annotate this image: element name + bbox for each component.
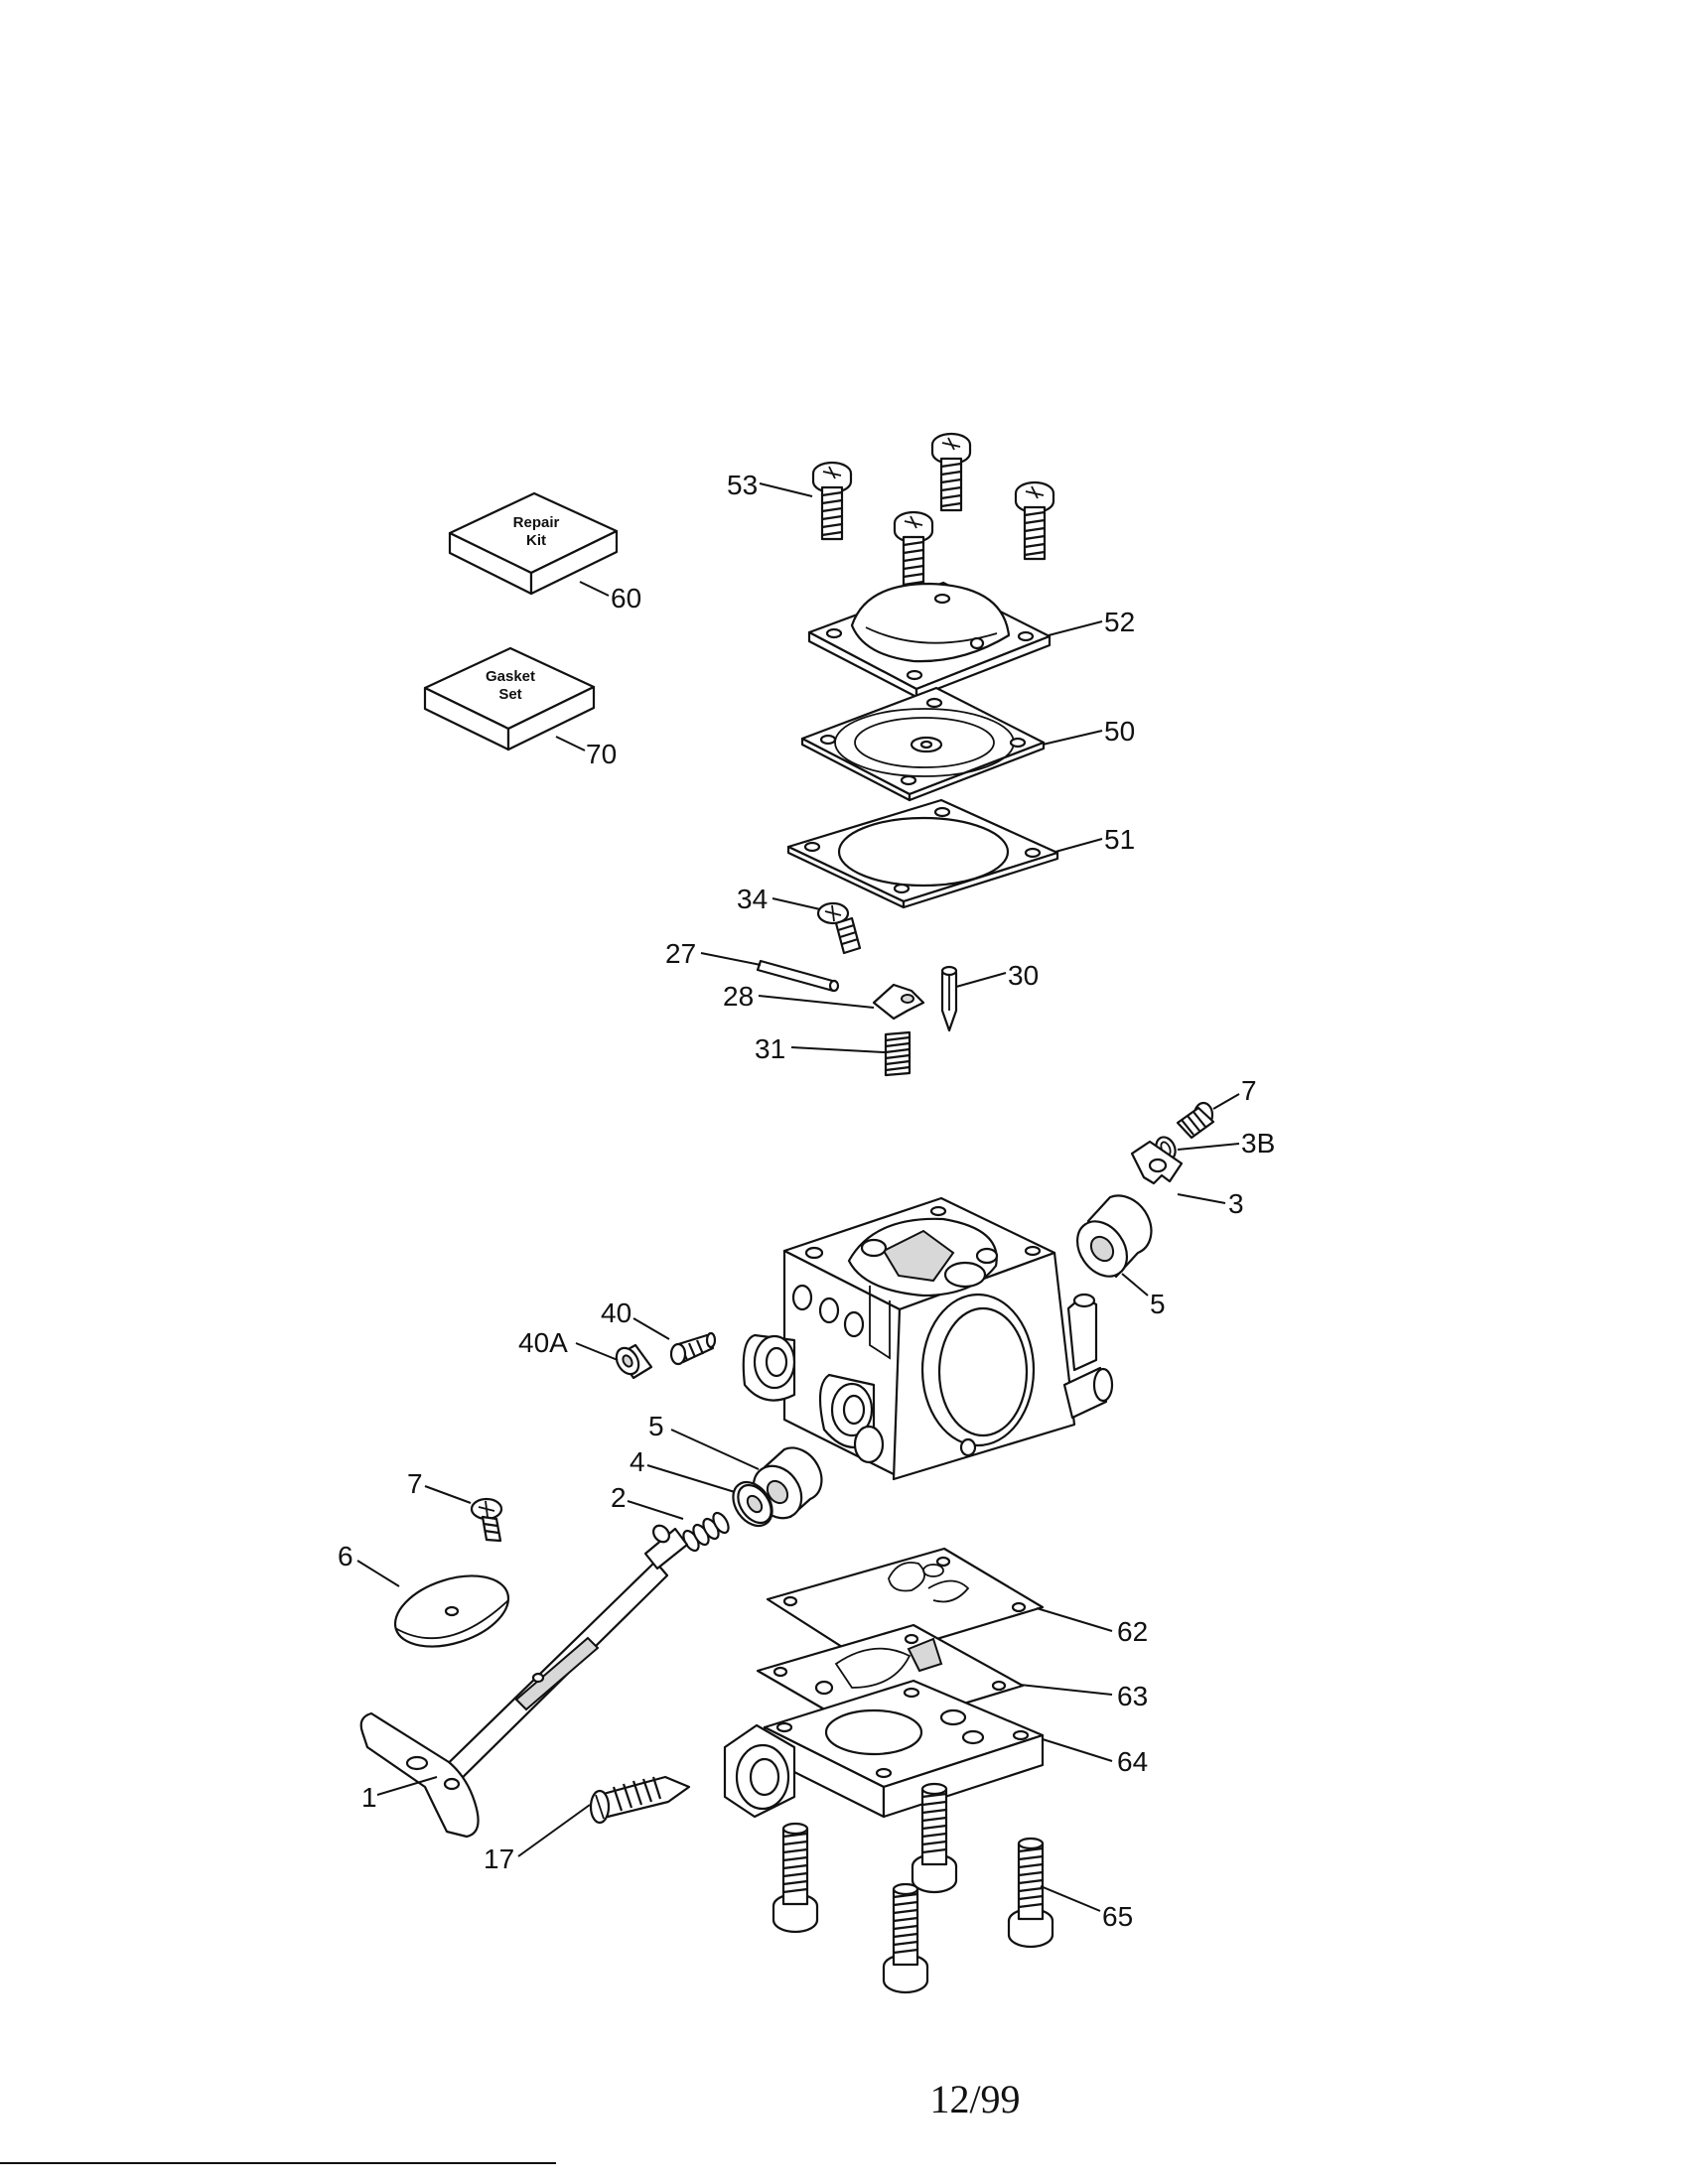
cover-screw-2 [930, 432, 972, 512]
retainer-plate [1130, 1140, 1184, 1185]
pump-diaphragm [800, 686, 1046, 802]
cover-screw-3 [1014, 480, 1055, 561]
gasket-set-label-line1: Gasket [486, 668, 535, 685]
callout-7-left: 7 [407, 1468, 423, 1499]
metering-cover [723, 1679, 1045, 1819]
jet-cap [615, 1343, 653, 1380]
adjust-screw-top [1176, 1101, 1215, 1140]
callout-50: 50 [1104, 716, 1135, 747]
callout-40a: 40A [518, 1327, 568, 1358]
callout-7-top: 7 [1241, 1075, 1257, 1106]
repair-kit-label-line2: Kit [526, 532, 546, 549]
metering-gasket [766, 1547, 1045, 1663]
callout-31: 31 [755, 1033, 785, 1064]
lever-screw [816, 901, 862, 955]
pump-cover [807, 581, 1052, 699]
callout-52: 52 [1104, 607, 1135, 637]
pump-gasket [786, 798, 1059, 909]
callout-34: 34 [737, 884, 768, 914]
gasket-set-box: Gasket Set [423, 646, 596, 751]
callout-5-left: 5 [648, 1411, 664, 1441]
callout-6: 6 [338, 1541, 353, 1571]
callout-63: 63 [1117, 1681, 1148, 1711]
callout-27: 27 [665, 938, 696, 969]
callout-64: 64 [1117, 1746, 1148, 1777]
date-code: 12/99 [929, 2077, 1020, 2121]
cover-bolt-3 [1007, 1837, 1054, 1949]
throttle-shaft [359, 1524, 689, 1839]
cover-screw-4 [893, 510, 934, 591]
gasket-set-label-line2: Set [498, 686, 521, 703]
callout-51: 51 [1104, 824, 1135, 855]
cover-bolt-1 [772, 1822, 819, 1934]
callout-65: 65 [1102, 1901, 1133, 1932]
inlet-lever [872, 983, 925, 1021]
lever-screw-left [470, 1497, 503, 1543]
callout-17: 17 [484, 1843, 514, 1874]
cover-bolt-4 [882, 1882, 929, 1994]
callout-3: 3 [1228, 1188, 1244, 1219]
throttle-bushing-right [1075, 1194, 1153, 1279]
leader-lines [356, 482, 1240, 1912]
return-spring [682, 1511, 730, 1553]
callout-40: 40 [601, 1297, 632, 1328]
throttle-disc [393, 1574, 510, 1648]
callout-2: 2 [611, 1482, 627, 1513]
lever-pin [756, 959, 840, 993]
cover-bolts [772, 1782, 1054, 1994]
callout-30: 30 [1008, 960, 1039, 991]
cover-screws [811, 432, 1055, 591]
callout-1: 1 [361, 1782, 377, 1813]
lever-spring [884, 1030, 912, 1077]
callout-53: 53 [727, 470, 758, 500]
callout-4: 4 [630, 1446, 645, 1477]
callout-62: 62 [1117, 1616, 1148, 1647]
callout-labels: 53 60 70 52 50 51 34 27 28 30 31 7 3B 3 … [338, 470, 1275, 1932]
idle-adjust-screw [589, 1775, 691, 1825]
carburetor-body [742, 1196, 1114, 1481]
callout-3b: 3B [1241, 1128, 1275, 1159]
repair-kit-box: Repair Kit [448, 491, 619, 596]
callout-28: 28 [723, 981, 754, 1012]
inlet-needle [940, 965, 958, 1032]
shaft-washer [732, 1480, 773, 1528]
idle-jet [669, 1331, 717, 1366]
cover-screw-1 [811, 461, 853, 541]
callout-5-right: 5 [1150, 1289, 1166, 1319]
repair-kit-label-line1: Repair [513, 514, 560, 531]
callout-60: 60 [611, 583, 641, 614]
callout-70: 70 [586, 739, 617, 769]
